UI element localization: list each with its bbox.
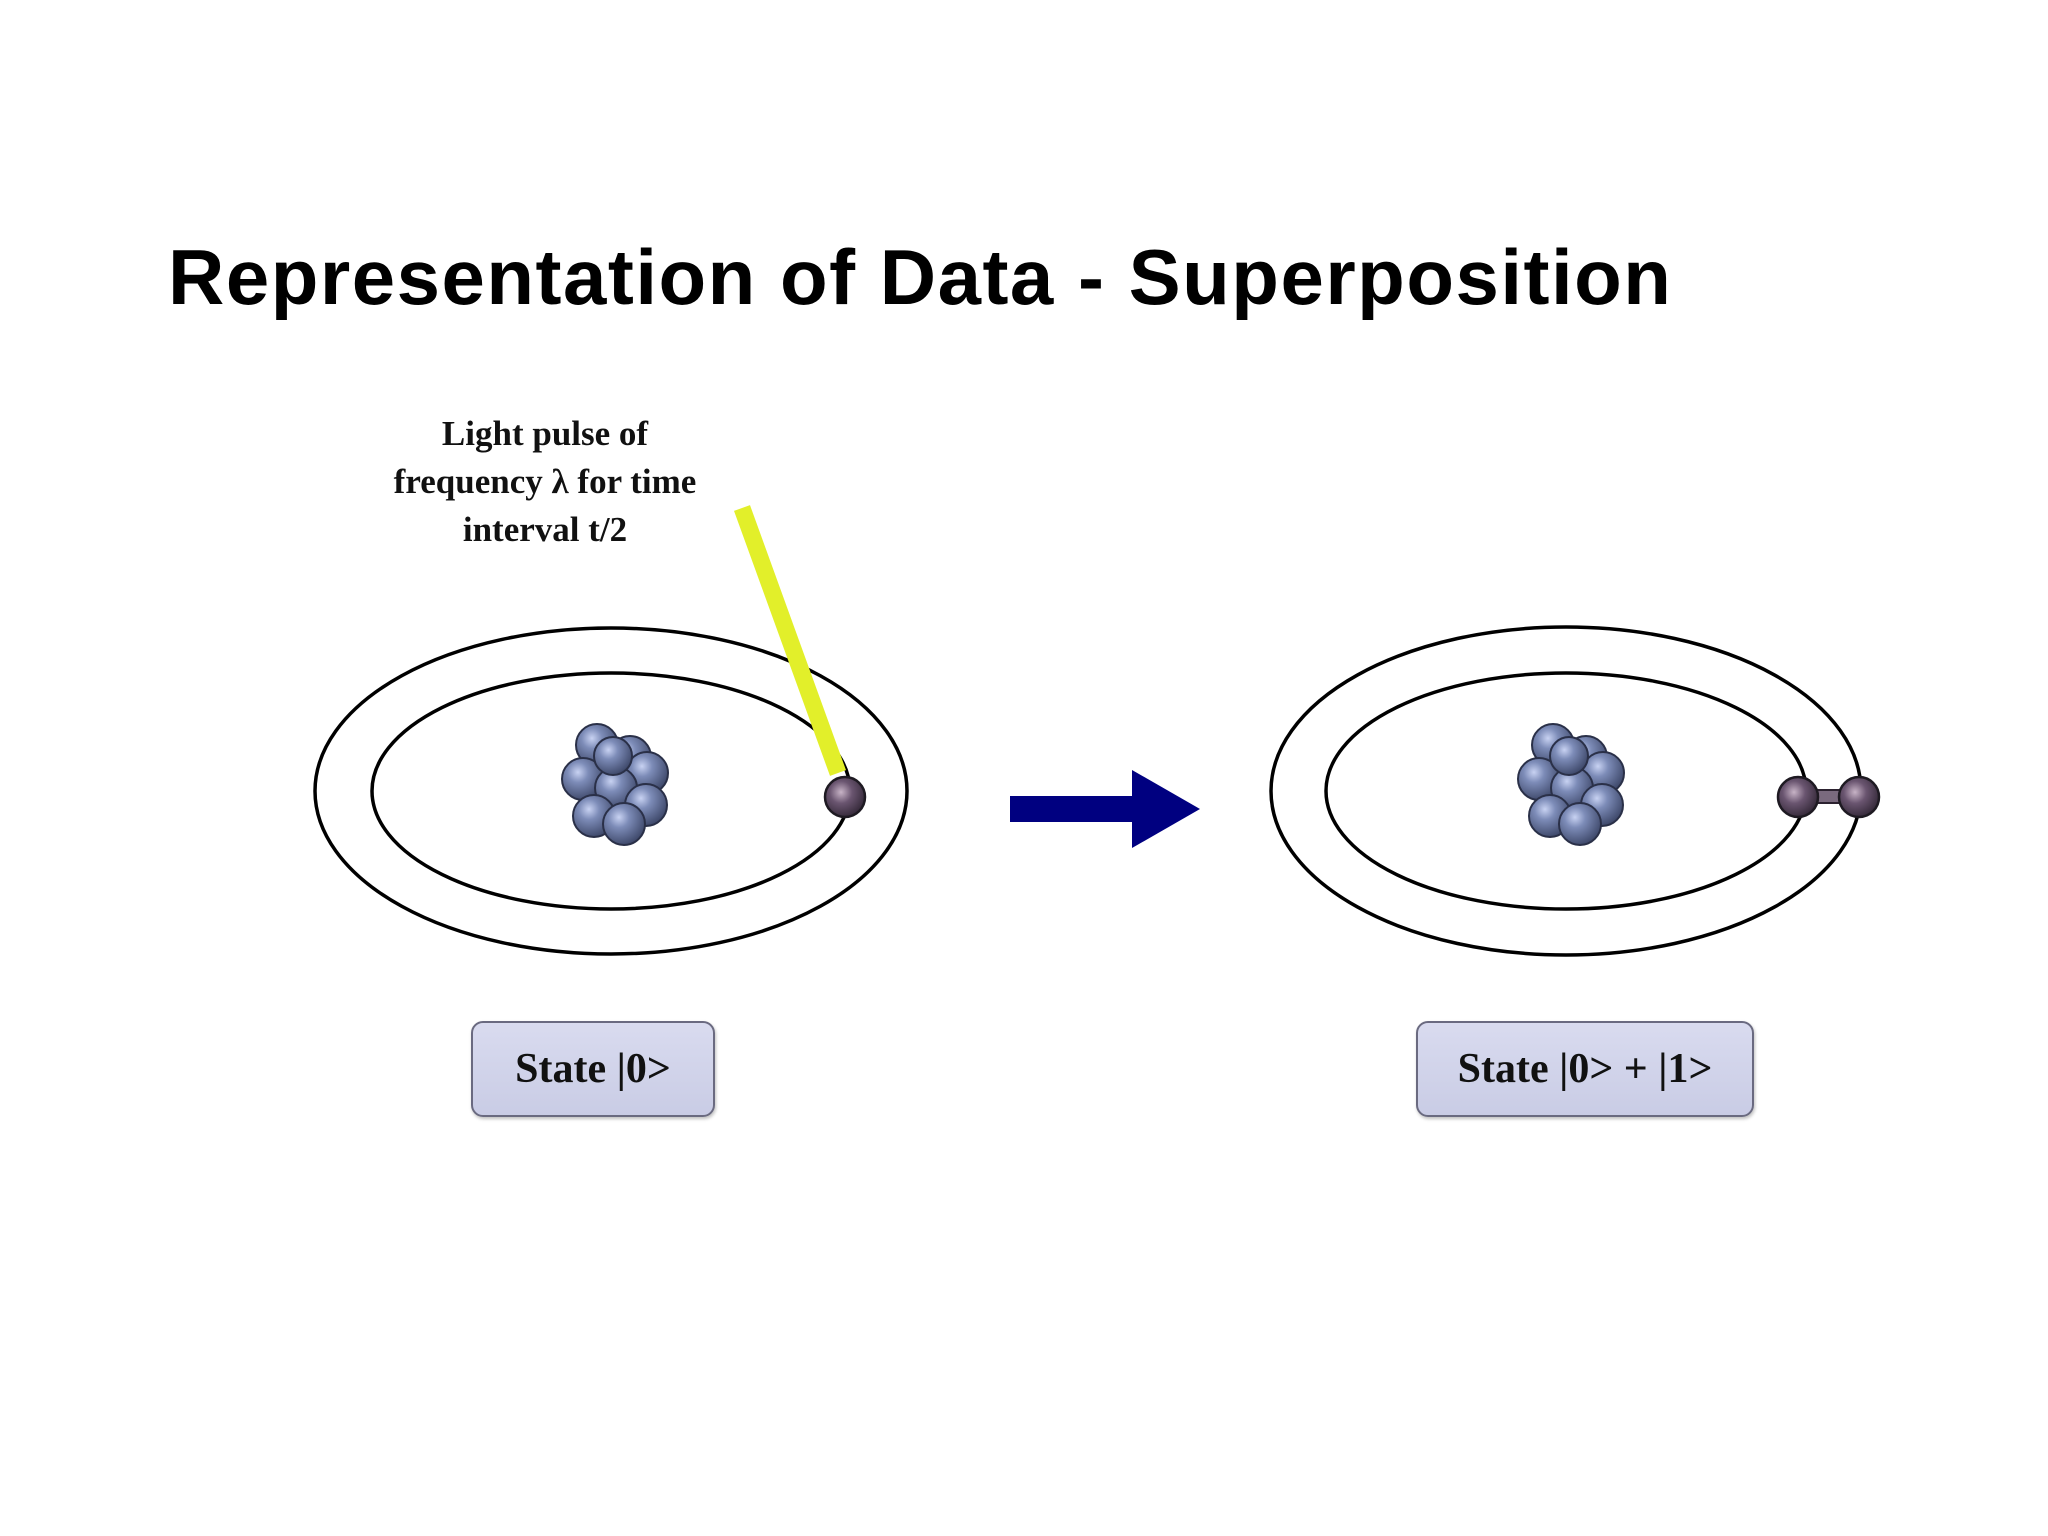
light-pulse-label: Light pulse of frequency λ for time inte… xyxy=(360,410,730,554)
light-pulse-label-line-2: frequency λ for time xyxy=(393,462,697,501)
nucleus xyxy=(1517,723,1625,846)
transition-arrow xyxy=(1010,770,1200,848)
electron-inner-position xyxy=(1776,775,1820,819)
electron-outer-position xyxy=(1837,775,1881,819)
light-pulse-label-line-3: interval t/2 xyxy=(462,510,628,549)
atom-ground-state xyxy=(313,626,909,956)
slide-title: Representation of Data - Superposition xyxy=(168,233,1673,321)
light-pulse-label-line-1: Light pulse of xyxy=(441,414,649,453)
atom-superposition-state xyxy=(1269,625,1881,957)
electron xyxy=(823,775,867,819)
nucleus xyxy=(561,723,669,846)
outer-orbit xyxy=(313,626,909,956)
light-pulse-beam xyxy=(734,505,846,776)
state-superposition-label: State |0> + |1> xyxy=(1416,1021,1754,1117)
state-ground-label: State |0> xyxy=(471,1021,715,1117)
electron-superposed xyxy=(1776,775,1881,819)
